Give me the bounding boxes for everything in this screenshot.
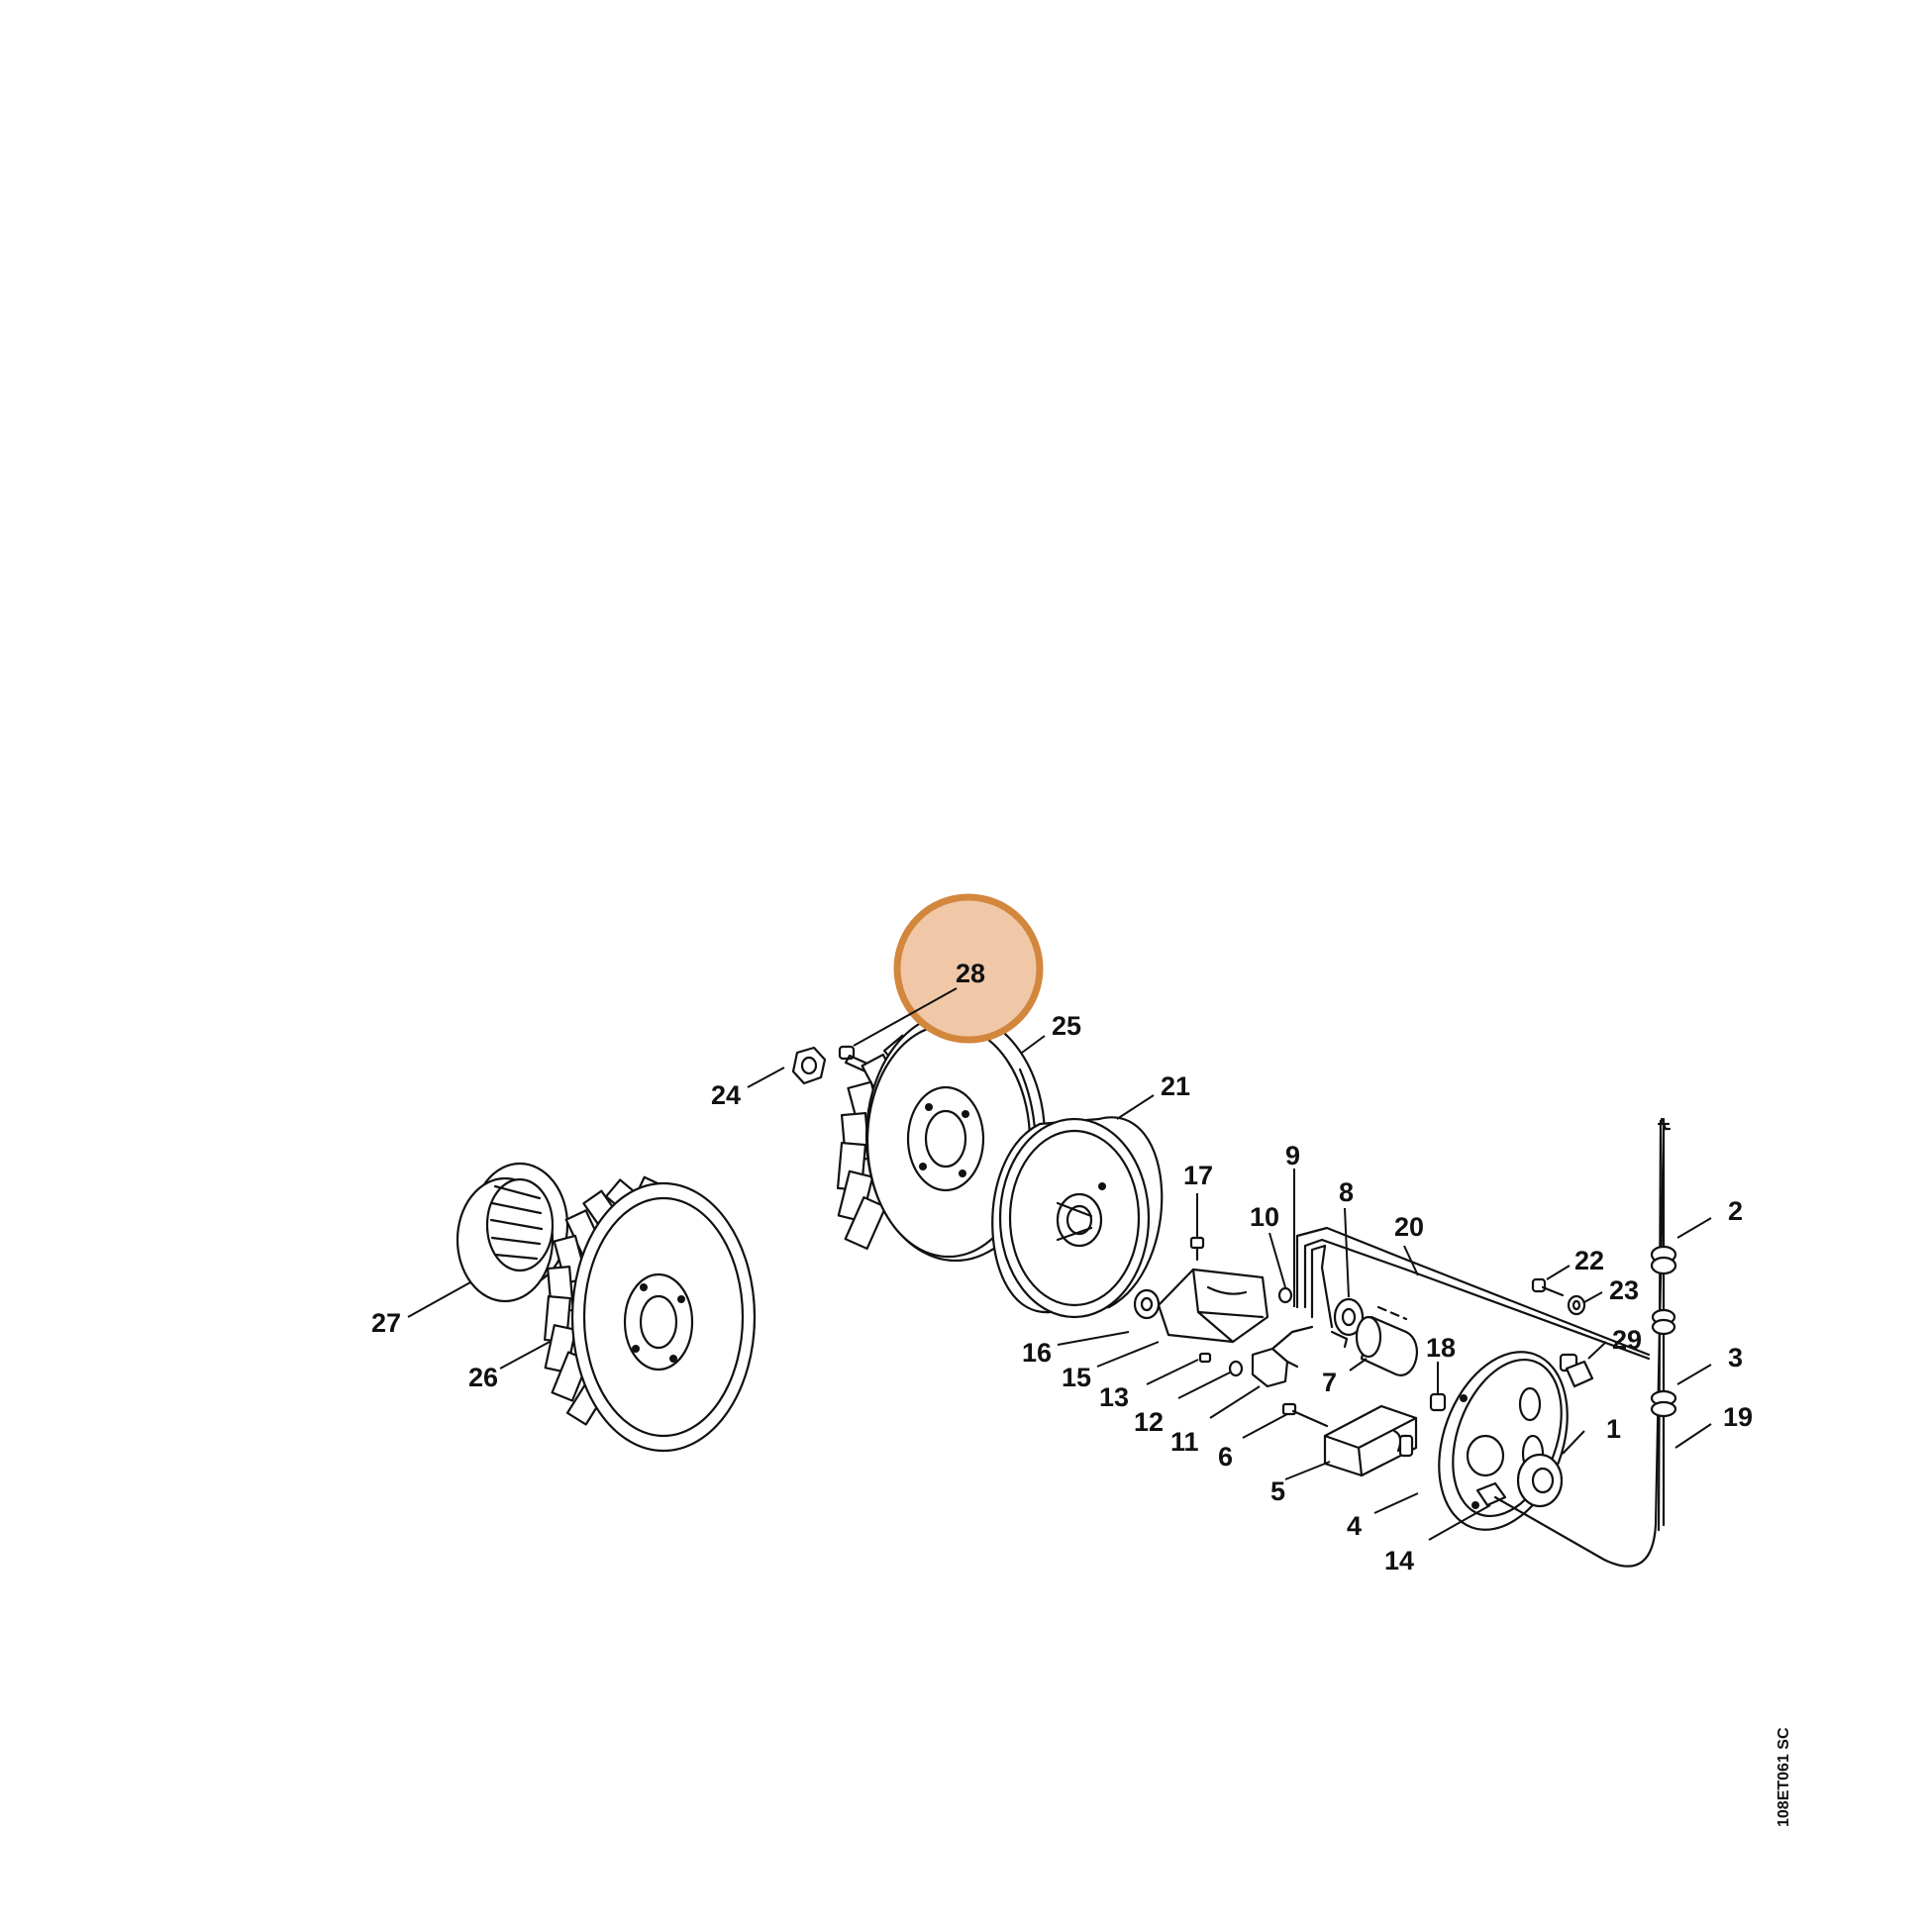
callout-11[interactable]: 11 [1170,1427,1199,1457]
part-13-screw[interactable] [1198,1352,1212,1364]
callout-9[interactable]: 9 [1285,1141,1300,1170]
callout-26[interactable]: 26 [468,1363,498,1392]
part-24-nut[interactable] [791,1046,827,1085]
callout-2[interactable]: 2 [1728,1196,1743,1226]
callout-13[interactable]: 13 [1099,1382,1129,1412]
part-26-sprocket-drum[interactable] [544,1175,757,1453]
callout-24[interactable]: 24 [711,1080,741,1110]
callout-1[interactable]: 1 [1606,1414,1621,1444]
part-20-rod[interactable] [1404,1258,1651,1361]
reference-code: 108ET061 SC [1775,1727,1792,1827]
callout-20[interactable]: 20 [1394,1212,1424,1242]
part-11-switch[interactable] [1251,1325,1314,1388]
part-29-bolt[interactable] [1559,1353,1594,1388]
callout-22[interactable]: 22 [1574,1246,1604,1275]
part-18-plug[interactable] [1429,1392,1447,1412]
callout-25[interactable]: 25 [1052,1011,1081,1041]
callout-29[interactable]: 29 [1612,1325,1642,1355]
callout-12[interactable]: 12 [1134,1407,1164,1437]
callout-4[interactable]: 4 [1347,1511,1362,1541]
part-22-screw[interactable] [1531,1277,1565,1297]
part-12-washer[interactable] [1228,1360,1244,1377]
leader-lines [407,987,1712,1541]
part-15-housing[interactable] [1157,1268,1269,1344]
callout-14[interactable]: 14 [1384,1546,1414,1576]
callout-21[interactable]: 21 [1161,1071,1190,1101]
part-7-cylinder[interactable] [1355,1305,1418,1376]
callout-17[interactable]: 17 [1183,1161,1213,1190]
callout-8[interactable]: 8 [1339,1177,1354,1207]
callout-15[interactable]: 15 [1062,1363,1091,1392]
part-21-clutch-drum[interactable] [991,1116,1164,1319]
part-6-screw[interactable] [1281,1402,1329,1428]
callout-16[interactable]: 16 [1022,1338,1052,1368]
callout-5[interactable]: 5 [1270,1476,1285,1506]
part-1-bushing[interactable] [1516,1453,1564,1508]
part-27-ring[interactable] [456,1162,569,1303]
callout-28[interactable]: 28 [956,959,985,988]
part-3-grommet[interactable] [1650,1308,1677,1418]
part-5-ignition-module[interactable] [1323,1404,1418,1477]
part-8-bushing[interactable] [1330,1297,1365,1349]
part-23-washer[interactable] [1567,1294,1586,1316]
callout-27[interactable]: 27 [371,1308,401,1338]
callout-labels: 28 25 24 21 27 26 17 10 9 8 20 16 15 13 … [371,959,1753,1576]
callout-18[interactable]: 18 [1426,1333,1456,1363]
callout-19[interactable]: 19 [1723,1402,1753,1432]
part-16-washer[interactable] [1133,1288,1161,1320]
callout-10[interactable]: 10 [1250,1202,1279,1232]
callout-3[interactable]: 3 [1728,1343,1743,1373]
callout-6[interactable]: 6 [1218,1442,1233,1472]
highlight-marker-28[interactable] [893,893,1044,1044]
part-10-washer[interactable] [1277,1286,1293,1304]
part-9-wire[interactable] [1295,1226,1408,1329]
callout-7[interactable]: 7 [1322,1368,1337,1397]
callout-23[interactable]: 23 [1609,1275,1639,1305]
part-17-screw[interactable] [1189,1236,1205,1262]
